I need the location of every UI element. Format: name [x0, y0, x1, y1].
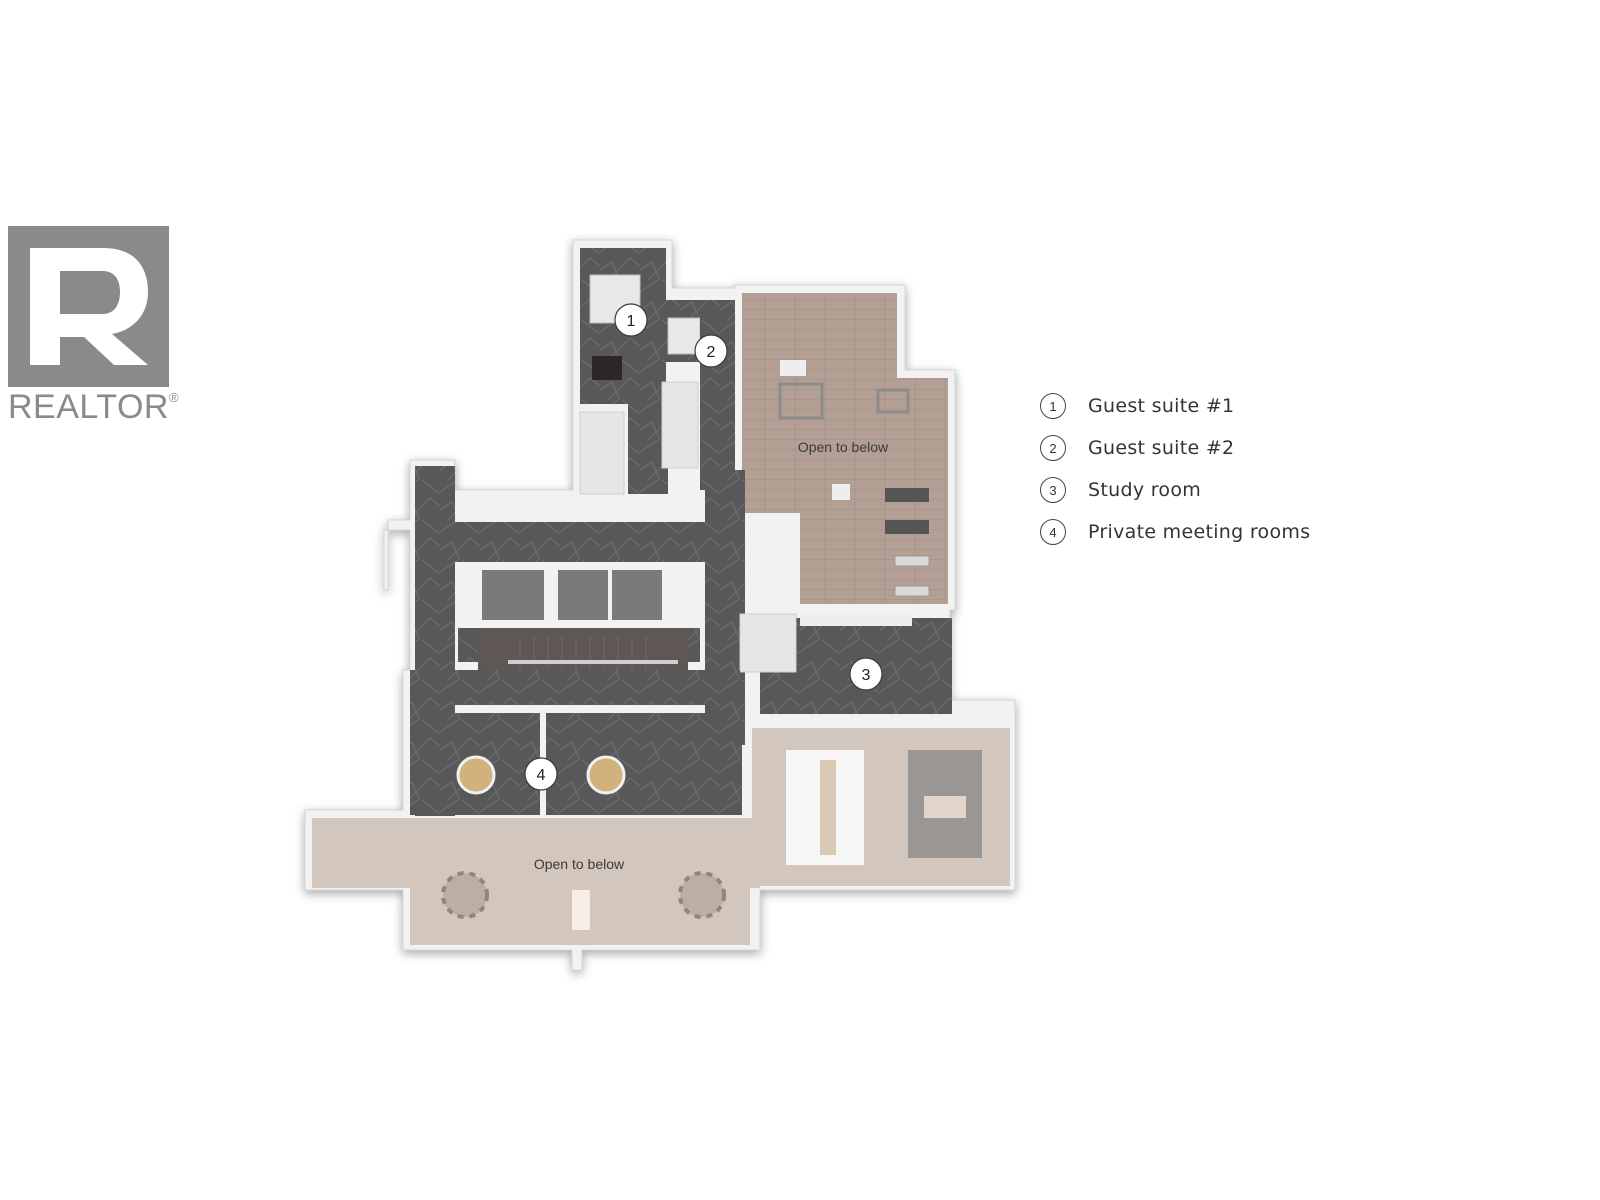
- terrace-long-table: [572, 890, 590, 930]
- guest-suite-1-corridor: [628, 404, 668, 494]
- legend-item-guest-suite-2: 2 Guest suite #2: [1040, 427, 1360, 469]
- gym-machine-1: [780, 360, 806, 376]
- open-to-below-lobby-label: Open to below: [534, 856, 625, 872]
- marker-4: 4: [524, 757, 558, 791]
- core-south-wall: [455, 705, 705, 713]
- marker-2-number: 2: [707, 344, 716, 361]
- realtor-r-icon: [8, 226, 169, 387]
- guest-suite-2-corridor: [700, 300, 735, 490]
- terrace-table-west: [441, 871, 489, 919]
- legend-item-private-meeting-rooms: 4 Private meeting rooms: [1040, 511, 1360, 553]
- legend-label-study-room: Study room: [1088, 479, 1202, 501]
- gym-treadmill-1: [885, 488, 929, 502]
- registered-mark: ®: [168, 390, 180, 405]
- marker-2: 2: [694, 334, 728, 368]
- elevator-3: [612, 570, 662, 620]
- elevator-1: [482, 570, 544, 620]
- legend-label-private-meeting-rooms: Private meeting rooms: [1088, 521, 1311, 543]
- legend-number-2: 2: [1040, 435, 1066, 461]
- guest-suite-1-bath: [579, 411, 625, 495]
- realtor-logo: REALTOR®: [8, 226, 184, 434]
- gym-bike-1: [894, 555, 930, 567]
- legend-item-study-room: 3 Study room: [1040, 469, 1360, 511]
- guest-suite-2-bath: [661, 381, 699, 469]
- guest-suite-1-table: [592, 356, 622, 380]
- terrace-floor: [312, 818, 760, 888]
- guest-suite-2-bed: [667, 317, 701, 355]
- legend-label-guest-suite-1: Guest suite #1: [1088, 395, 1235, 417]
- realtor-wordmark: REALTOR®: [8, 388, 179, 427]
- meeting-table-west: [456, 755, 496, 795]
- gym-treadmill-2: [885, 520, 929, 534]
- legend-number-3: 3: [1040, 477, 1066, 503]
- lounge-table: [924, 796, 966, 818]
- open-to-below-gym-label: Open to below: [798, 439, 889, 455]
- gym-floor: [742, 293, 897, 513]
- marker-4-number: 4: [537, 767, 546, 784]
- meeting-table-east: [586, 755, 626, 795]
- core-corridor-north: [455, 522, 705, 562]
- terrace-table-east: [678, 871, 726, 919]
- marker-3: 3: [849, 657, 883, 691]
- marker-1-number: 1: [627, 313, 636, 330]
- legend: 1 Guest suite #1 2 Guest suite #2 3 Stud…: [1040, 385, 1360, 553]
- legend-number-1: 1: [1040, 393, 1066, 419]
- marker-3-number: 3: [862, 667, 871, 684]
- gym-machine-3: [876, 388, 910, 414]
- elevator-2: [558, 570, 608, 620]
- stair-landing: [508, 660, 678, 664]
- legend-number-4: 4: [1040, 519, 1066, 545]
- legend-label-guest-suite-2: Guest suite #2: [1088, 437, 1235, 459]
- marker-1: 1: [614, 303, 648, 337]
- gym-machine-2: [778, 382, 824, 420]
- meeting-rooms-hall: [690, 745, 742, 815]
- gym-floor-south: [800, 510, 900, 604]
- legend-item-guest-suite-1: 1 Guest suite #1: [1040, 385, 1360, 427]
- gym-box: [832, 484, 850, 500]
- realtor-name: REALTOR: [8, 388, 169, 426]
- study-room-bath: [739, 613, 797, 673]
- study-room-counter: [800, 614, 912, 626]
- lounge-dining-table: [820, 760, 836, 855]
- gym-bike-2: [894, 585, 930, 597]
